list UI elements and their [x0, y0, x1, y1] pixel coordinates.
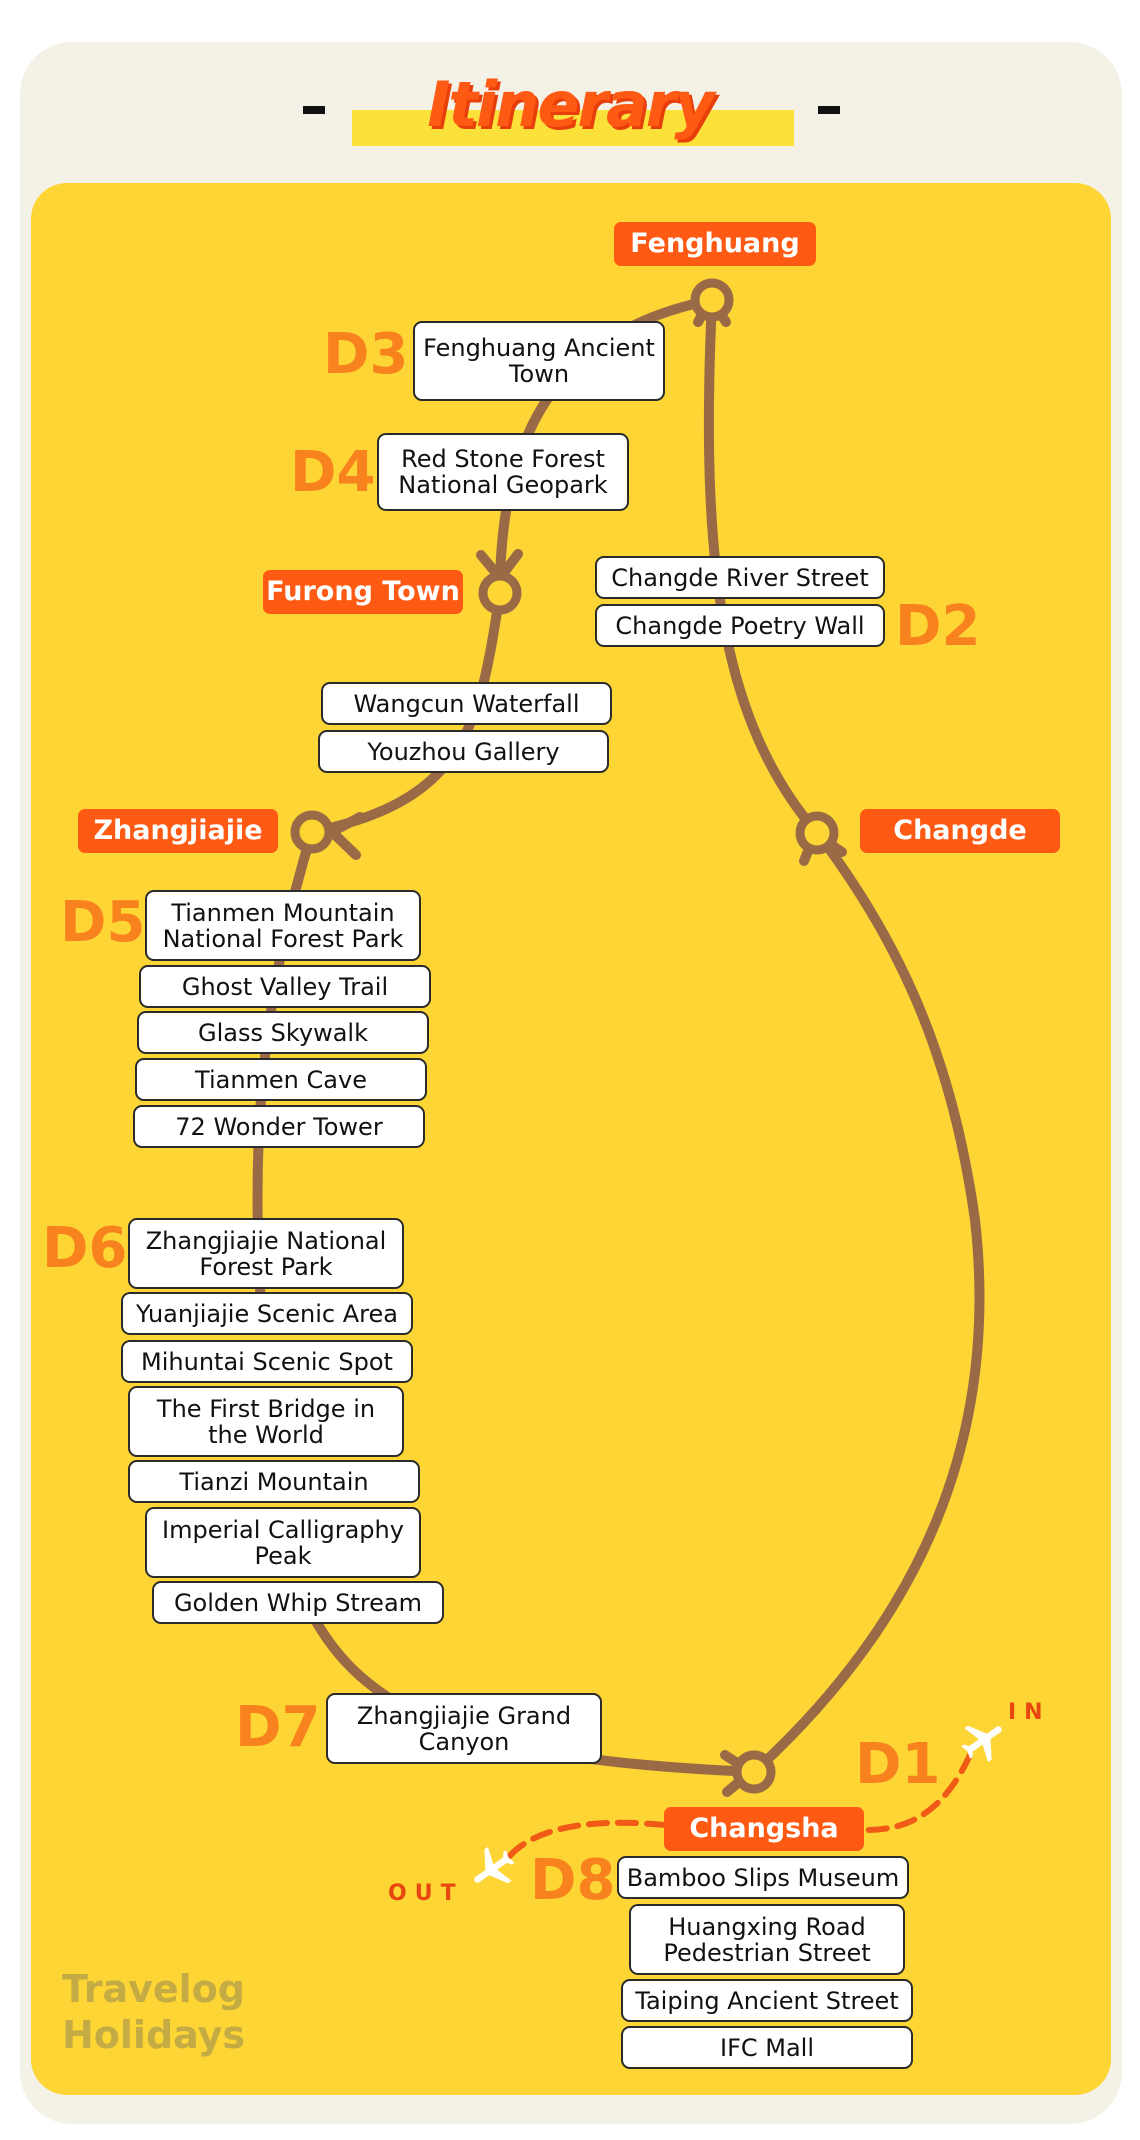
title-dash-right [818, 106, 840, 114]
city-changsha: Changsha [664, 1807, 864, 1851]
spot-d2-1: Changde River Street [595, 556, 885, 599]
spot-d6-3: Mihuntai Scenic Spot [121, 1340, 413, 1383]
brand-line-1: Travelog [62, 1967, 246, 2011]
spot-d6-2: Yuanjiajie Scenic Area [121, 1292, 413, 1335]
city-changde: Changde [860, 809, 1060, 853]
flight-in-path [862, 1752, 973, 1833]
spot-d6-5: Tianzi Mountain [128, 1460, 420, 1503]
title-dash-left [303, 106, 325, 114]
title-highlight [352, 110, 794, 146]
flight-out-label: OUT [388, 1881, 464, 1906]
stop-circle-icon [478, 571, 522, 615]
spot-d8-2: Huangxing Road Pedestrian Street [629, 1904, 905, 1975]
spot-d6-1: Zhangjiajie National Forest Park [128, 1218, 404, 1289]
spot-transit-2: Youzhou Gallery [318, 730, 609, 773]
city-zhangjiajie: Zhangjiajie [78, 809, 278, 853]
day-label-d2: D2 [895, 594, 981, 659]
spot-d4-1: Red Stone Forest National Geopark [377, 433, 629, 511]
day-label-d6: D6 [42, 1216, 128, 1281]
airplane-icon [961, 1725, 1002, 1762]
day-label-d7: D7 [235, 1695, 321, 1760]
spot-d6-6: Imperial Calligraphy Peak [145, 1507, 421, 1578]
spot-d6-7: Golden Whip Stream [152, 1581, 444, 1624]
spot-d2-2: Changde Poetry Wall [595, 604, 885, 647]
spot-transit-1: Wangcun Waterfall [321, 682, 612, 725]
route-changsha-changde [749, 827, 985, 1777]
stop-circle-icon [290, 810, 334, 854]
day-label-d3: D3 [323, 322, 409, 387]
spot-d8-4: IFC Mall [621, 2026, 913, 2069]
page-title: Itinerary [427, 68, 715, 141]
day-label-d5: D5 [60, 890, 146, 955]
spot-d6-4: The First Bridge in the World [128, 1386, 404, 1457]
brand-line-2: Holidays [62, 2013, 246, 2057]
spot-d5-4: Tianmen Cave [135, 1058, 427, 1101]
spot-d7-1: Zhangjiajie Grand Canyon [326, 1693, 602, 1764]
day-label-d1: D1 [855, 1732, 941, 1797]
day-label-d4: D4 [290, 440, 376, 505]
flight-in-label: IN [1008, 1700, 1051, 1725]
stop-circle-icon [690, 278, 734, 322]
spot-d5-3: Glass Skywalk [137, 1011, 429, 1054]
spot-d8-1: Bamboo Slips Museum [617, 1856, 909, 1899]
title-block: Itinerary [0, 60, 1140, 170]
spot-d3-1: Fenghuang Ancient Town [413, 321, 665, 401]
day-label-d8: D8 [530, 1848, 616, 1913]
city-fenghuang: Fenghuang [614, 222, 816, 266]
spot-d8-3: Taiping Ancient Street [621, 1979, 913, 2022]
spot-d5-1: Tianmen Mountain National Forest Park [145, 890, 421, 961]
brand-logo: Travelog Holidays [62, 1966, 245, 2058]
stop-circle-icon [795, 811, 839, 855]
spot-d5-5: 72 Wonder Tower [133, 1105, 425, 1148]
flight-out-path [502, 1819, 668, 1865]
stop-circle-icon [732, 1750, 776, 1794]
city-furong-town: Furong Town [263, 570, 463, 614]
airplane-icon [474, 1847, 515, 1884]
spot-d5-2: Ghost Valley Trail [139, 965, 431, 1008]
